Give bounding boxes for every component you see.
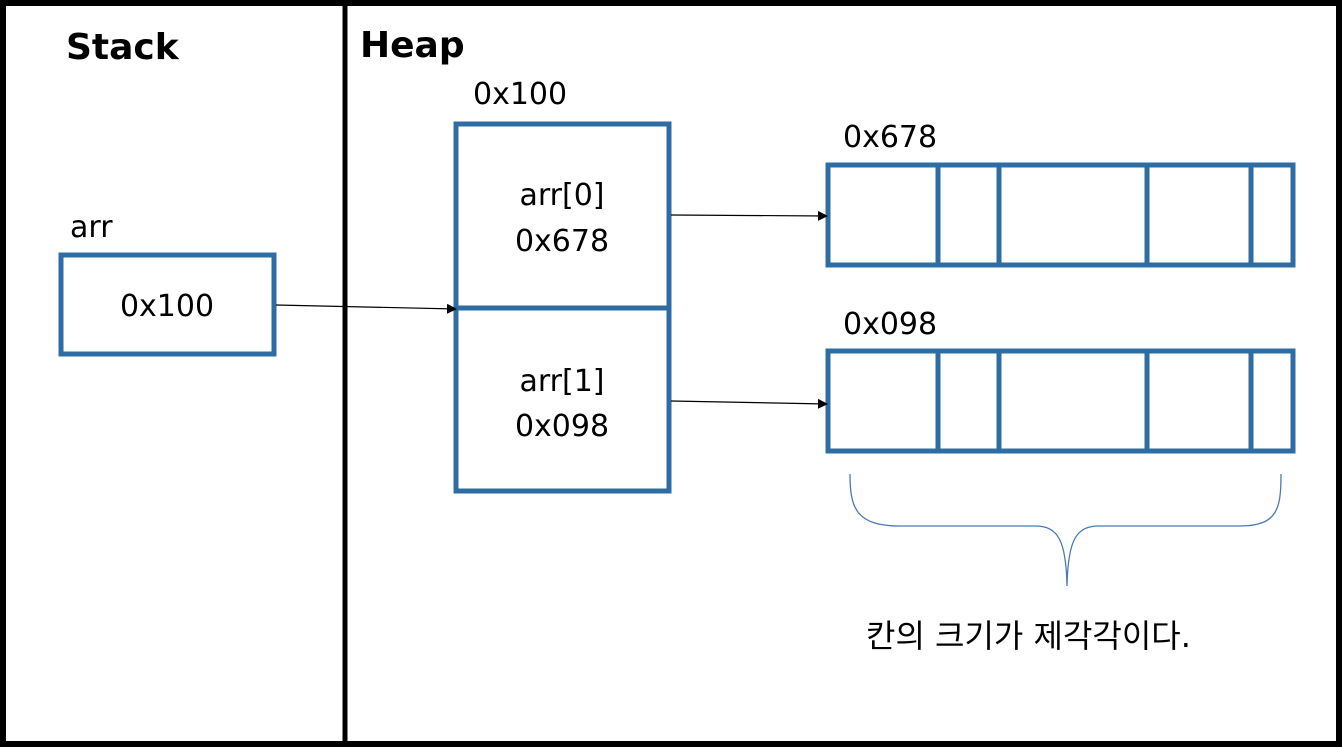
- pointer-array-element-1: [453, 305, 672, 494]
- stack-variable-name: arr: [70, 210, 113, 245]
- element-1-value: 0x098: [515, 409, 609, 444]
- arrow-element-0-to-row-0: [670, 210, 828, 221]
- arrow-element-1-to-row-1: [670, 398, 828, 409]
- element-1-label: arr[1]: [519, 364, 604, 399]
- curly-brace: [849, 473, 1282, 587]
- stack-variable-box: [58, 252, 277, 357]
- cell-size-note: 칸의 크기가 제각각이다.: [866, 617, 1191, 655]
- pointer-array-element-0: [453, 121, 672, 311]
- row-0-box: [825, 162, 1296, 268]
- pointer-array-address: 0x100: [473, 77, 567, 112]
- element-0-label: arr[0]: [519, 178, 604, 213]
- row-1-address: 0x098: [843, 307, 937, 342]
- element-0-value: 0x678: [515, 224, 609, 259]
- stack-title: Stack: [66, 27, 180, 68]
- stack-variable-value: 0x100: [120, 289, 214, 324]
- row-0-address: 0x678: [843, 120, 937, 155]
- arrow-stack-to-heap: [275, 303, 457, 314]
- heap-title: Heap: [360, 25, 465, 66]
- row-1-box: [825, 348, 1296, 454]
